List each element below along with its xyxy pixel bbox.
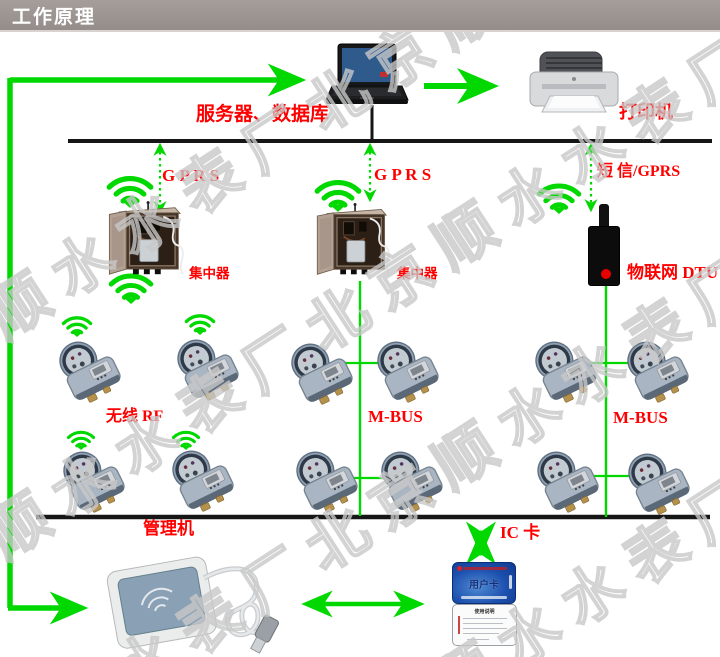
label-ic-card: IC 卡 [500, 523, 541, 542]
label-server-db: 服务器、数据库 [196, 103, 330, 125]
ic-card-back: 使用说明 [452, 604, 517, 646]
card-back-title: 使用说明 [474, 609, 495, 615]
dtu-antenna [599, 204, 609, 228]
dtu-led [601, 269, 611, 279]
concentrator-mid [314, 200, 392, 278]
card-footer-text-strip [461, 596, 507, 599]
server-laptop [325, 43, 409, 104]
label-mbus-right: M-BUS [613, 408, 668, 427]
card-back-line [463, 633, 499, 634]
card-slot [509, 575, 512, 589]
card-header-text-strip [463, 567, 507, 570]
card-title: 用户卡 [469, 580, 499, 591]
card-back-line [463, 618, 507, 619]
label-concentrator-left: 集中器 [189, 266, 230, 282]
usb-connector [249, 614, 279, 654]
card-back-line [467, 639, 489, 640]
label-wireless-rf: 无线 RF [106, 408, 164, 425]
concentrator-left [106, 198, 186, 278]
label-mbus-mid: M-BUS [368, 407, 423, 426]
iot-dtu-device [586, 204, 622, 286]
label-gprs-mid: G P R S [374, 165, 432, 184]
page-title: 工作原理 [12, 5, 97, 28]
label-manager: 管理机 [143, 519, 194, 539]
card-back-line [463, 628, 507, 629]
card-back-accent [458, 616, 460, 634]
wifi-icon-collector-left [111, 276, 151, 304]
card-reader-device [106, 556, 279, 654]
dtu-body [588, 226, 620, 286]
title-bar: 工作原理 [0, 0, 720, 32]
card-back-line [463, 623, 503, 624]
printer-device [529, 51, 619, 113]
wifi-icon-dtu [539, 186, 579, 214]
label-printer: 打印机 [619, 102, 673, 123]
label-gprs-left: G P R S [162, 166, 220, 185]
card-logo-icon [457, 566, 462, 571]
arrow-server-to-printer-chevron [462, 70, 490, 102]
label-concentrator-mid: 集中器 [397, 266, 438, 282]
label-sms-gprs: 短 信/GPRS [597, 163, 681, 180]
label-iot-dtu: 物联网 DTU [627, 263, 719, 282]
ic-user-card: 用户卡 [452, 562, 516, 604]
